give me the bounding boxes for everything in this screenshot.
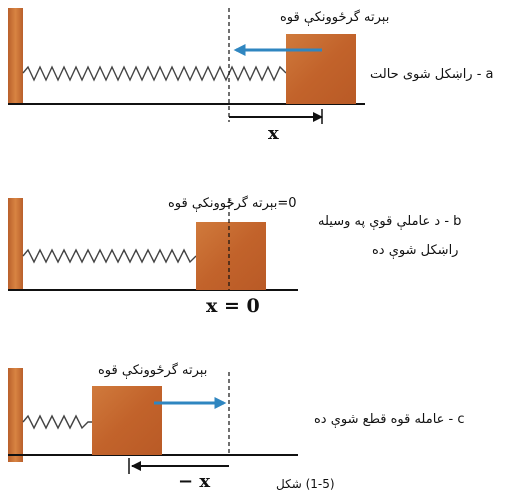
caption-c: c - عامله قوه قطع شوې ده xyxy=(314,412,465,427)
x-label-c: − x xyxy=(178,471,211,492)
restoring-force-label-a: بېرته گرځوونکې قوه xyxy=(280,10,390,25)
block-c xyxy=(92,386,162,455)
caption-b-line2: راښکل شوې ده xyxy=(372,243,459,258)
panel-a xyxy=(8,8,365,124)
panel-c xyxy=(8,368,298,474)
panel-b xyxy=(8,198,298,291)
wall-c xyxy=(8,368,23,462)
restoring-force-label-c: بېرته گرځوونکې قوه xyxy=(98,363,208,378)
block-b xyxy=(196,222,266,290)
wall-a xyxy=(8,8,23,105)
x-label-a: x xyxy=(268,123,279,144)
spring-c xyxy=(22,414,92,430)
block-a xyxy=(286,34,356,104)
caption-b-line1: b - د عاملې قوې په وسیله xyxy=(318,214,462,229)
caption-a: a - راښکل شوی حالت xyxy=(370,67,494,82)
spring-a xyxy=(22,65,287,82)
x-label-b: x = 0 xyxy=(206,295,260,317)
wall-b xyxy=(8,198,23,291)
figure-caption: (1-5) شکل xyxy=(276,477,335,491)
restoring-force-label-b: 0=بېرته گرځوونکې قوه xyxy=(168,196,297,211)
spring-b xyxy=(22,248,197,264)
